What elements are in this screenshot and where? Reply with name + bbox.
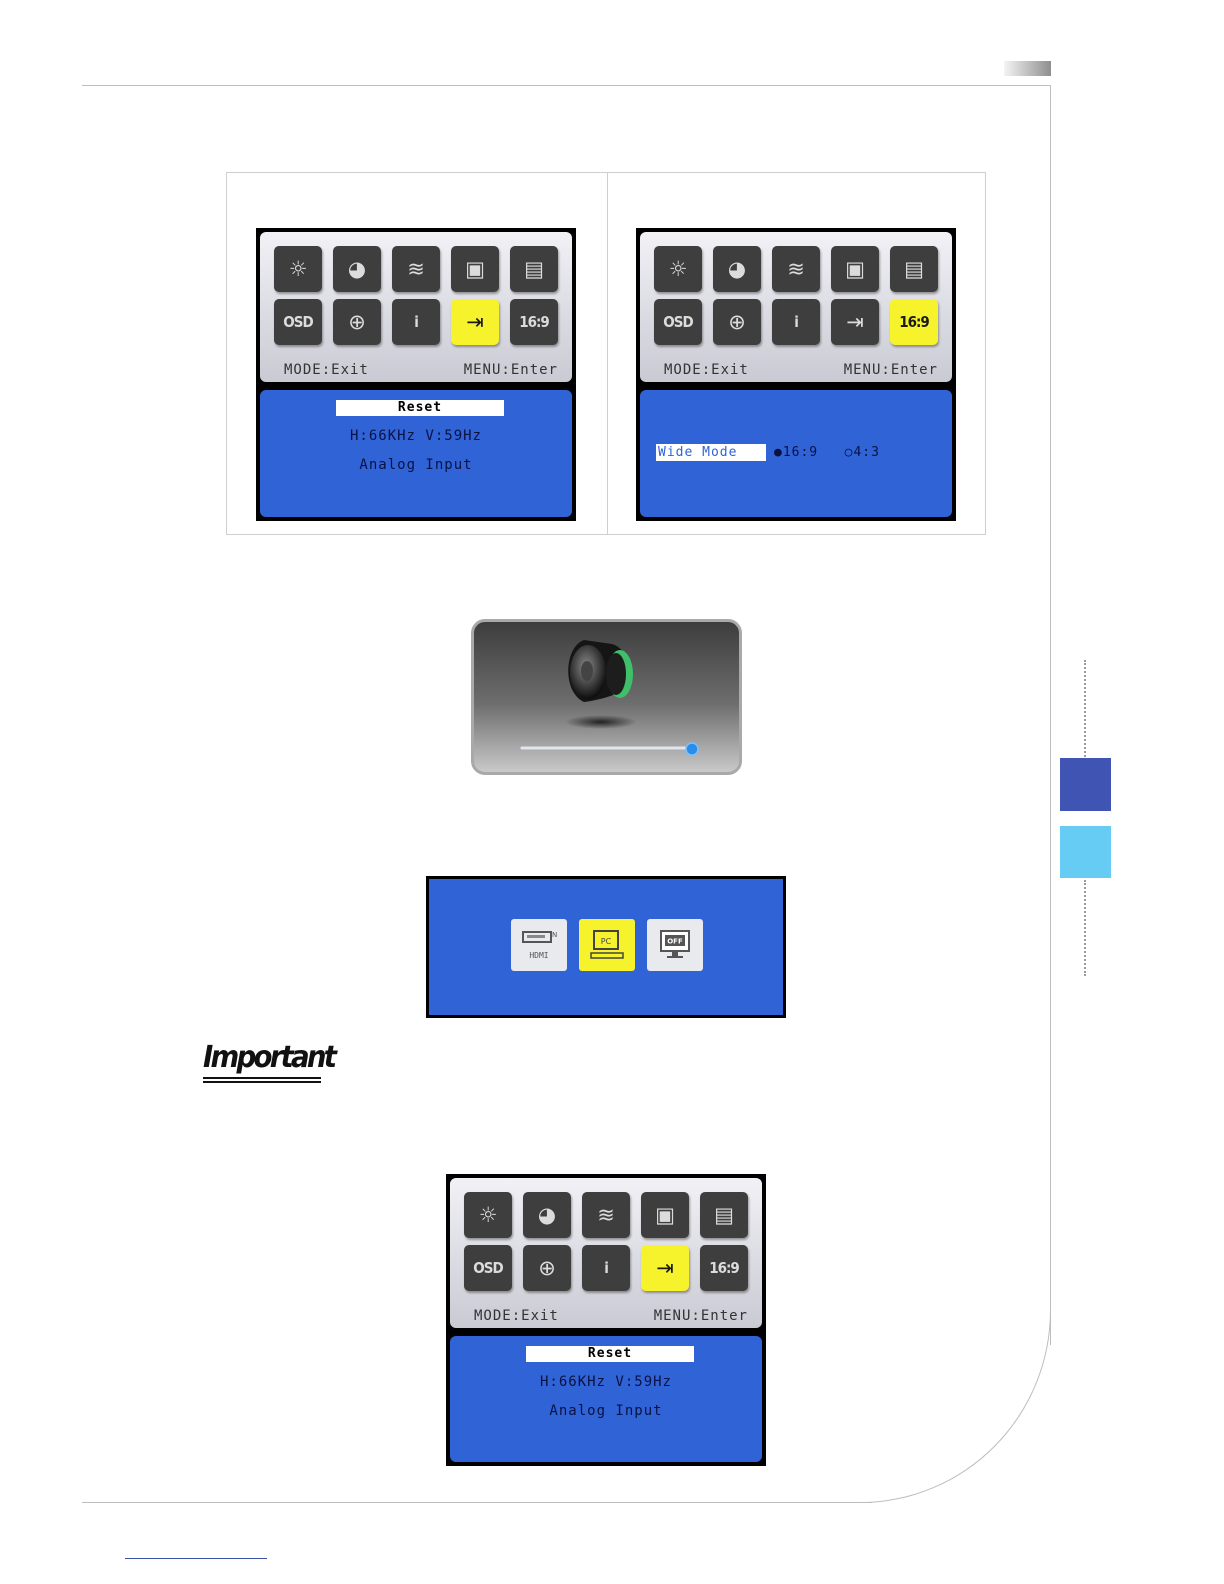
input-info: Analog Input [260, 457, 572, 473]
osd-setting-icon[interactable]: ▤ [510, 246, 558, 292]
osd-icon-label: OSD [663, 313, 692, 331]
reset-option[interactable]: Reset [336, 400, 504, 416]
osd-setting-icon[interactable]: ▤ [890, 246, 938, 292]
info-glyph: i [794, 313, 798, 331]
osd-info-area: Reset H:66KHz V:59Hz Analog Input [450, 1336, 762, 1462]
mode-exit-hint: MODE:Exit [664, 362, 749, 378]
info-glyph: i [604, 1259, 608, 1277]
menu-enter-hint: MENU:Enter [464, 362, 558, 378]
important-underline [203, 1077, 321, 1079]
input-info: Analog Input [450, 1403, 762, 1419]
osd-info-area: Reset H:66KHz V:59Hz Analog Input [260, 390, 572, 517]
color-palette-icon[interactable]: ◕ [333, 246, 381, 292]
aspect-label: 16:9 [519, 313, 549, 331]
header-rule [82, 85, 1051, 86]
language-globe-icon[interactable]: ⊕ [333, 299, 381, 345]
side-dotted-line-bottom [1084, 880, 1086, 976]
menu-enter-hint: MENU:Enter [844, 362, 938, 378]
aspect-ratio-icon[interactable]: 16:9 [890, 299, 938, 345]
osd-menu-reset: ☼ ◕ ≋ ▣ ▤ OSD ⊕ i ⇥ 16:9 MODE:Exit MENU:… [256, 228, 576, 521]
color-palette-icon[interactable]: ◕ [713, 246, 761, 292]
osd-icon-label: OSD [473, 1259, 502, 1277]
information-icon[interactable]: i [582, 1245, 630, 1291]
hdmi-label: HDMI [529, 951, 548, 960]
svg-text:N: N [552, 931, 557, 939]
osd-icon[interactable]: OSD [464, 1245, 512, 1291]
color-palette-icon[interactable]: ◕ [523, 1192, 571, 1238]
osd-icon[interactable]: OSD [654, 299, 702, 345]
important-underline-2 [203, 1081, 321, 1083]
osd-icon-grid: ☼ ◕ ≋ ▣ ▤ OSD ⊕ i ⇥ 16:9 [654, 246, 938, 345]
side-dotted-line-top [1084, 660, 1086, 757]
brightness-icon[interactable]: ☼ [274, 246, 322, 292]
chapter-tab[interactable] [1060, 826, 1111, 878]
menu-enter-hint: MENU:Enter [654, 1308, 748, 1324]
important-heading: Important [203, 1040, 334, 1075]
frequency-info: H:66KHz V:59Hz [260, 428, 572, 444]
mode-exit-hint: MODE:Exit [284, 362, 369, 378]
header-tab [1004, 61, 1051, 76]
input-reset-icon[interactable]: ⇥ [641, 1245, 689, 1291]
aspect-16-9-radio[interactable]: ●16:9 [774, 445, 818, 460]
frequency-info: H:66KHz V:59Hz [450, 1374, 762, 1390]
language-globe-icon[interactable]: ⊕ [713, 299, 761, 345]
osd-icon[interactable]: OSD [274, 299, 322, 345]
off-source-button[interactable]: OFF [647, 919, 703, 971]
osd-icon-panel: ☼ ◕ ≋ ▣ ▤ OSD ⊕ i ⇥ 16:9 MODE:Exit MENU:… [260, 232, 572, 382]
page-corner-curve [860, 1310, 1051, 1503]
hdmi-source-button[interactable]: N HDMI [511, 919, 567, 971]
picture-wave-icon[interactable]: ≋ [392, 246, 440, 292]
footer-rule [82, 1502, 872, 1503]
speaker-shadow [565, 715, 637, 729]
volume-graphic [474, 622, 739, 772]
aspect-label: 16:9 [899, 313, 929, 331]
off-label: OFF [667, 938, 683, 946]
aspect-ratio-icon[interactable]: 16:9 [510, 299, 558, 345]
osd-icon-panel: ☼ ◕ ≋ ▣ ▤ OSD ⊕ i ⇥ 16:9 MODE:Exit MENU:… [640, 232, 952, 382]
input-reset-icon[interactable]: ⇥ [831, 299, 879, 345]
input-source-background: N HDMI PC OFF [429, 879, 783, 1015]
image-position-icon[interactable]: ▣ [831, 246, 879, 292]
aspect-4-3-radio[interactable]: ○4:3 [845, 445, 880, 460]
information-icon[interactable]: i [392, 299, 440, 345]
aspect-options: ●16:9 ○4:3 [774, 444, 880, 461]
info-glyph: i [414, 313, 418, 331]
osd-icon-grid: ☼ ◕ ≋ ▣ ▤ OSD ⊕ i ⇥ 16:9 [274, 246, 558, 345]
osd-setting-icon[interactable]: ▤ [700, 1192, 748, 1238]
picture-wave-icon[interactable]: ≋ [772, 246, 820, 292]
osd-info-area: Wide Mode ●16:9 ○4:3 [640, 390, 952, 517]
image-position-icon[interactable]: ▣ [451, 246, 499, 292]
osd-icon-grid: ☼ ◕ ≋ ▣ ▤ OSD ⊕ i ⇥ 16:9 [464, 1192, 748, 1291]
picture-wave-icon[interactable]: ≋ [582, 1192, 630, 1238]
footer-link-line [125, 1558, 267, 1559]
osd-menu-wide-mode: ☼ ◕ ≋ ▣ ▤ OSD ⊕ i ⇥ 16:9 MODE:Exit MENU:… [636, 228, 956, 521]
input-source-menu: N HDMI PC OFF [426, 876, 786, 1018]
brightness-icon[interactable]: ☼ [464, 1192, 512, 1238]
volume-popup [471, 619, 742, 775]
pc-icon: PC [587, 928, 627, 962]
image-position-icon[interactable]: ▣ [641, 1192, 689, 1238]
table-divider [607, 173, 608, 534]
information-icon[interactable]: i [772, 299, 820, 345]
input-reset-icon[interactable]: ⇥ [451, 299, 499, 345]
language-globe-icon[interactable]: ⊕ [523, 1245, 571, 1291]
wide-mode-option[interactable]: Wide Mode [656, 444, 766, 461]
chapter-tab-active[interactable] [1060, 758, 1111, 811]
speaker-icon [568, 640, 633, 702]
aspect-label: 16:9 [709, 1259, 739, 1277]
osd-icon-label: OSD [283, 313, 312, 331]
osd-menu-reset-2: ☼ ◕ ≋ ▣ ▤ OSD ⊕ i ⇥ 16:9 MODE:Exit MENU:… [446, 1174, 766, 1466]
volume-slider-knob [686, 743, 698, 755]
mode-exit-hint: MODE:Exit [474, 1308, 559, 1324]
brightness-icon[interactable]: ☼ [654, 246, 702, 292]
monitor-off-icon: OFF [655, 928, 695, 962]
hdmi-icon: N HDMI [519, 928, 559, 962]
pc-source-button[interactable]: PC [579, 919, 635, 971]
aspect-ratio-icon[interactable]: 16:9 [700, 1245, 748, 1291]
pc-label: PC [601, 937, 612, 946]
page-right-rule [1050, 85, 1051, 1345]
osd-icon-panel: ☼ ◕ ≋ ▣ ▤ OSD ⊕ i ⇥ 16:9 MODE:Exit MENU:… [450, 1178, 762, 1328]
reset-option[interactable]: Reset [526, 1346, 694, 1362]
